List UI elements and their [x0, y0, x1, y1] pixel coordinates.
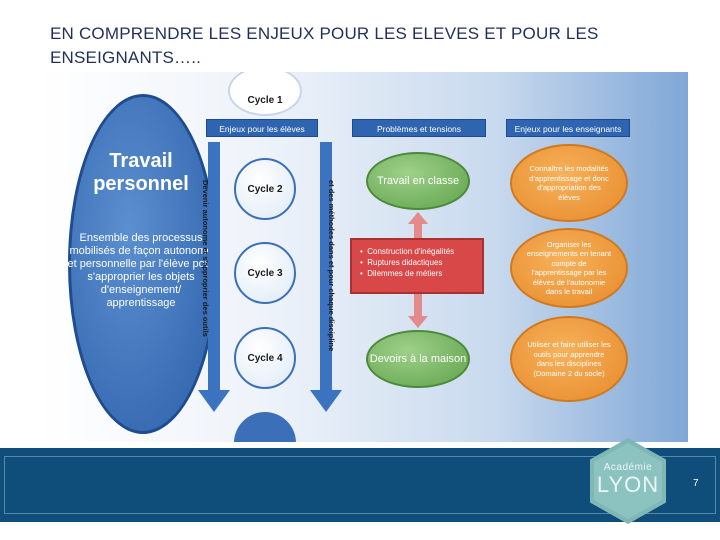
right-arrow-label: et des méthodes dans et pour chaque disc… [327, 180, 336, 352]
logo-academie-text: Académie [603, 462, 653, 473]
cycle-4-circle: Cycle 4 [234, 327, 296, 389]
tensions-box: • Construction d'inégalités • Ruptures d… [350, 238, 484, 294]
cycle-3-circle: Cycle 3 [234, 242, 296, 304]
diagram: Travail personnel Ensemble des processus… [38, 72, 688, 442]
page-number: 7 [693, 478, 699, 489]
enjeu-enseignant-3: Utiliser et faire utiliser les outils po… [510, 316, 628, 402]
devoirs-oval: Devoirs à la maison [366, 330, 470, 388]
tension-item: • Construction d'inégalités [360, 247, 455, 256]
travail-personnel-oval [68, 94, 218, 434]
enjeu-enseignant-1: Connaître les modalités d'apprentissage … [510, 144, 628, 222]
header-problemes-tensions: Problèmes et tensions [352, 119, 486, 137]
header-enjeux-eleves: Enjeux pour les élèves [206, 119, 318, 137]
pink-arrow-shaft-bottom [414, 294, 422, 316]
pink-arrow-up [408, 212, 428, 224]
tension-item: • Dilemmes de métiers [360, 269, 443, 278]
logo-lyon-text: LYON [596, 472, 660, 497]
left-arrow-head [198, 390, 230, 412]
pink-arrow-down [408, 316, 428, 328]
cycle-partial-circle [234, 412, 296, 442]
travail-personnel-description: Ensemble des processus mobilisés de faço… [67, 232, 215, 309]
left-arrow-label: Devenir autonome et s'approprier des out… [201, 180, 210, 337]
cycle-2-circle: Cycle 2 [234, 158, 296, 220]
right-arrow-head [310, 390, 342, 412]
tension-item: • Ruptures didactiques [360, 258, 443, 267]
header-enjeux-enseignants: Enjeux pour les enseignants [506, 119, 630, 137]
pink-arrow-shaft-top [414, 224, 422, 238]
travail-en-classe-oval: Travail en classe [366, 152, 470, 210]
right-down-arrow [320, 142, 332, 390]
cycle-1-circle: Cycle 1 [228, 72, 302, 116]
travail-personnel-title: Travail personnel [93, 150, 189, 195]
footer-frame [4, 456, 716, 514]
slide-title: EN COMPRENDRE LES ENJEUX POUR LES ELEVES… [50, 24, 599, 67]
left-down-arrow [208, 142, 220, 390]
enjeu-enseignant-2: Organiser les enseignements en tenant co… [510, 228, 628, 308]
